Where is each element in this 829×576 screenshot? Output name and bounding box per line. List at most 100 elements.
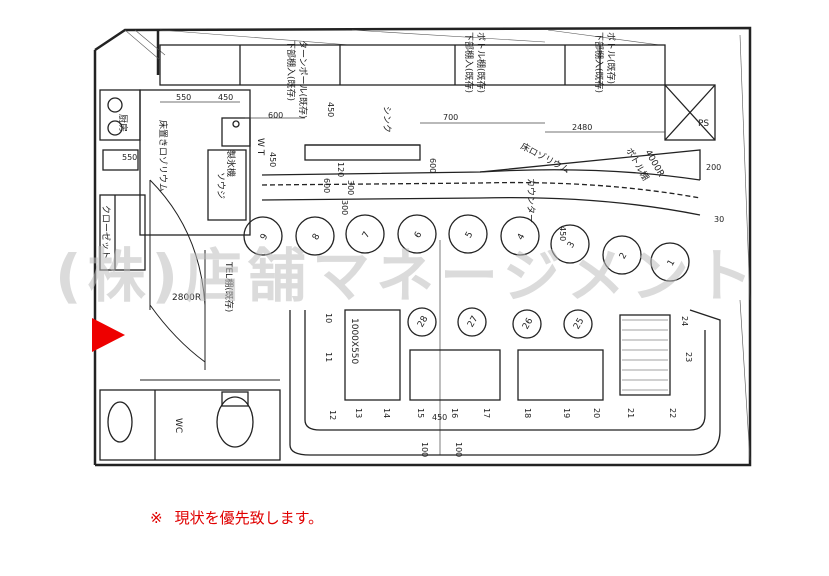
seat-number: 22 xyxy=(668,408,677,418)
round-table-number: 25 xyxy=(572,316,586,331)
stool-number: 6 xyxy=(413,230,425,240)
dimension-value: 700 xyxy=(443,113,458,122)
dimension-value: 450 xyxy=(268,152,277,167)
round-table-27 xyxy=(457,307,487,337)
tel-shelf-label: TEL棚(既存) xyxy=(223,261,235,312)
outer-walls xyxy=(93,26,752,467)
dimension-value: 120 xyxy=(336,162,345,177)
seat-number: 19 xyxy=(562,408,571,418)
dimension-value: 600 xyxy=(322,178,331,193)
seat-numbers: 10 11 12 13 14 15 16 17 18 19 20 21 22 23 24 xyxy=(324,313,693,420)
dimension-value: 300 xyxy=(340,200,349,215)
dimension-value: 450 xyxy=(326,102,335,117)
stool-1 xyxy=(650,242,690,282)
seat-number: 17 xyxy=(482,408,491,418)
shelf-label-e: ボトル(既存) xyxy=(605,32,617,84)
stool-number: 7 xyxy=(361,230,373,240)
closet-label: クローゼット xyxy=(100,205,112,259)
seat-number: 21 xyxy=(626,408,635,418)
wt-label: W T xyxy=(255,138,265,156)
seat-number: 15 xyxy=(416,408,425,418)
round-tables: 28 27 26 25 xyxy=(407,307,593,339)
dimension-value: 550 xyxy=(176,93,191,102)
note-text: 現状を優先致します。 xyxy=(174,509,324,527)
round-table-number: 28 xyxy=(416,314,431,329)
ps-label: PS xyxy=(698,119,709,129)
shelf-label-c: ボトル棚(既存) xyxy=(475,32,487,93)
seat-number: 18 xyxy=(523,408,532,418)
stool-8 xyxy=(295,216,335,256)
seat-number: 16 xyxy=(450,408,459,418)
footnote: ※ 現状を優先致します。 xyxy=(150,507,323,528)
seat-number: 14 xyxy=(382,408,391,418)
door-width-label: 2800R xyxy=(172,293,201,303)
shelf-label-a: ターンポール(既存) xyxy=(297,40,309,119)
stool-6 xyxy=(397,214,437,254)
shelf-label-f: 下部棚入(既存) xyxy=(593,32,605,93)
booth-seating xyxy=(289,309,721,456)
stool-7 xyxy=(345,214,385,254)
dimension-value: 30 xyxy=(714,215,724,224)
ice-machine-label: 製氷機 xyxy=(225,150,237,177)
sink-center-label: シンク xyxy=(381,106,392,133)
seat-number: 23 xyxy=(684,352,693,362)
seat-number: 12 xyxy=(328,410,337,420)
shelf-label-d: 下部棚入(既存) xyxy=(463,32,475,93)
stool-4 xyxy=(500,216,540,256)
kitchen-label: 厨房 xyxy=(117,114,129,132)
stool-number: 1 xyxy=(666,258,678,268)
seat-number: 13 xyxy=(354,408,363,418)
stool-number: 9 xyxy=(259,232,271,242)
stool-9 xyxy=(243,216,283,256)
wc-room xyxy=(99,389,281,461)
dimension-value: 450 xyxy=(558,226,567,241)
dimension-value: 450 xyxy=(432,413,447,422)
dimension-lines xyxy=(160,101,665,455)
round-table-number: 26 xyxy=(521,316,536,331)
seat-number: 20 xyxy=(592,408,601,418)
round-table-number: 27 xyxy=(466,314,480,329)
stool-number: 2 xyxy=(618,251,630,261)
seat-number: 11 xyxy=(324,352,333,362)
round-table-26 xyxy=(512,309,542,339)
bar-stools: 9 8 7 6 5 4 3 2 1 xyxy=(243,214,690,282)
dimension-value: 100 xyxy=(420,442,429,457)
round-table-28 xyxy=(407,307,437,337)
round-table-25 xyxy=(563,309,593,339)
dimension-value: 2480 xyxy=(572,123,592,132)
dimension-value: 600 xyxy=(268,111,283,120)
wall-hatching xyxy=(124,29,751,461)
stool-5 xyxy=(448,214,488,254)
kitchen-area xyxy=(99,89,251,271)
stool-3 xyxy=(550,224,590,264)
stool-2 xyxy=(602,235,642,275)
ps-shaft xyxy=(664,84,716,141)
stool-number: 3 xyxy=(566,240,578,250)
sink-small-label: ソウジ xyxy=(215,172,226,199)
note-mark: ※ xyxy=(150,509,163,527)
entrance-arrow-icon xyxy=(92,318,125,352)
seat-number: 24 xyxy=(680,316,689,326)
stool-number: 4 xyxy=(516,232,528,242)
door-swings xyxy=(140,179,280,381)
sink-left-label: 床置きロゾリウム xyxy=(157,120,169,192)
watermark-text: (株)店舗マネージメント xyxy=(55,242,759,310)
stool-number: 8 xyxy=(311,232,323,242)
table-size-label: 1000X550 xyxy=(349,318,359,365)
dimension-value: 100 xyxy=(454,442,463,457)
shelf-label-b: 下部棚入(既存) xyxy=(285,40,297,101)
dimension-value: 600 xyxy=(428,158,437,173)
back-wall-shelving xyxy=(159,44,666,86)
dimension-value: 300 xyxy=(346,180,355,195)
stool-number: 5 xyxy=(464,230,476,240)
table-hatch xyxy=(622,319,668,391)
bar-counter xyxy=(261,144,701,216)
dimension-value: 200 xyxy=(706,163,721,172)
wc-label: WC xyxy=(173,418,183,433)
counter-label: カウンター xyxy=(525,178,536,223)
seat-number: 10 xyxy=(324,313,333,323)
dimension-value: 450 xyxy=(218,93,233,102)
